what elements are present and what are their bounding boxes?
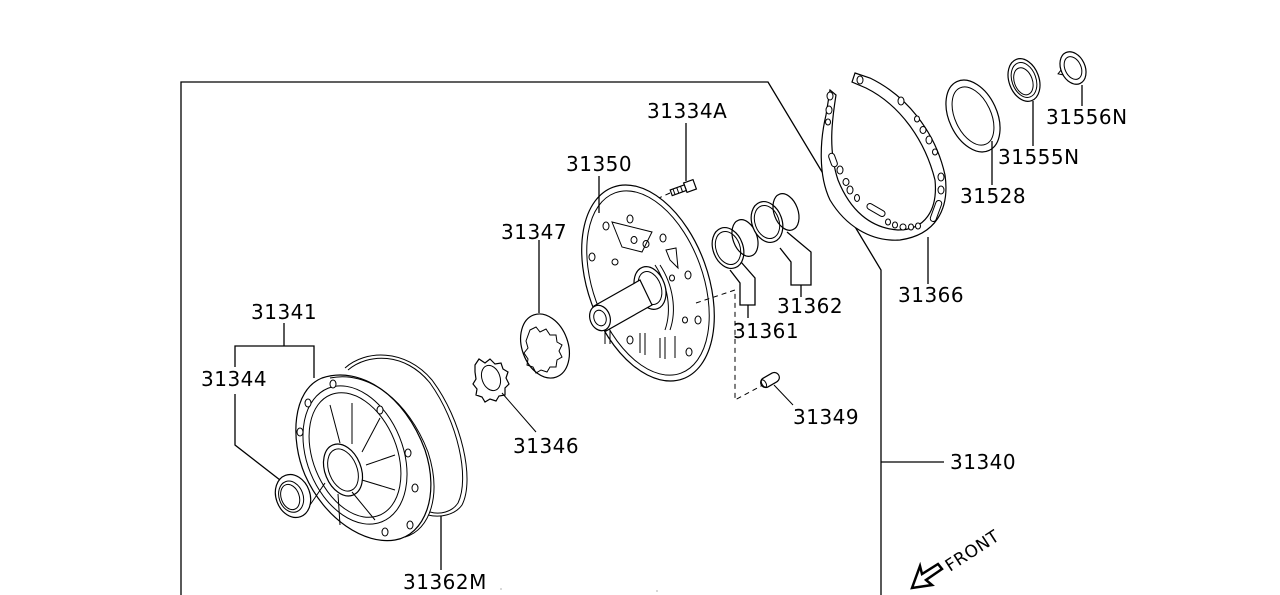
part-label-31350[interactable]: 31350 [566,152,632,176]
part-31344[interactable]: 31344 [201,367,316,522]
part-label-31346[interactable]: 31346 [513,434,579,458]
part-31346[interactable]: 31346 [472,358,579,458]
part-label-31341[interactable]: 31341 [251,300,317,324]
part-label-31556N[interactable]: 31556N [1046,105,1128,129]
part-label-31362[interactable]: 31362 [777,294,843,318]
front-label: FRONT [942,526,1004,576]
part-31555N[interactable]: 31555N [998,54,1080,169]
part-31362M[interactable]: 31362M [344,354,487,594]
part-label-31340[interactable]: 31340 [950,450,1016,474]
part-label-31349[interactable]: 31349 [793,405,859,429]
part-31334A[interactable]: 31334A [631,99,727,211]
assembly-frame [180,81,882,595]
part-31349[interactable]: 31349 [759,371,859,429]
part-label-31361[interactable]: 31361 [733,319,799,343]
front-indicator: FRONT [910,526,1004,590]
part-label-31362M[interactable]: 31362M [403,570,487,594]
callout-31340[interactable]: 31340 [881,450,1016,474]
part-31362[interactable]: 31362 [746,190,843,318]
part-label-31366[interactable]: 31366 [898,283,964,307]
front-arrow-icon [910,561,944,590]
part-31350[interactable]: 31350 [557,152,764,401]
part-31556N[interactable]: 31556N [1046,48,1128,129]
part-31347[interactable]: 31347 [501,220,578,385]
stray-mark [500,588,502,590]
part-31366[interactable]: 31366 [820,72,964,307]
part-label-31334A[interactable]: 31334A [647,99,727,123]
part-label-31347[interactable]: 31347 [501,220,567,244]
part-31528[interactable]: 31528 [935,71,1026,208]
part-31361[interactable]: 31361 [707,216,799,343]
part-label-31344[interactable]: 31344 [201,367,267,391]
part-label-31555N[interactable]: 31555N [998,145,1080,169]
stray-mark [656,590,658,592]
part-31341[interactable]: 31341 [234,300,435,542]
part-label-31528[interactable]: 31528 [960,184,1026,208]
